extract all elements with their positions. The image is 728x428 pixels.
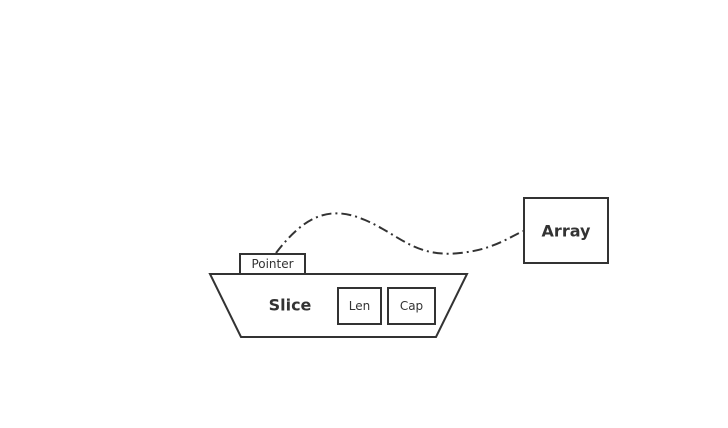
array-box [523, 197, 609, 264]
len-box [337, 287, 382, 325]
array-label: Array [542, 222, 591, 241]
cap-box [387, 287, 436, 325]
cap-label: Cap [400, 299, 423, 313]
pointer-to-array-connector [275, 212, 524, 255]
slice-label: Slice [269, 296, 312, 315]
pointer-box [239, 253, 306, 275]
pointer-label: Pointer [251, 257, 293, 271]
len-label: Len [349, 299, 370, 313]
